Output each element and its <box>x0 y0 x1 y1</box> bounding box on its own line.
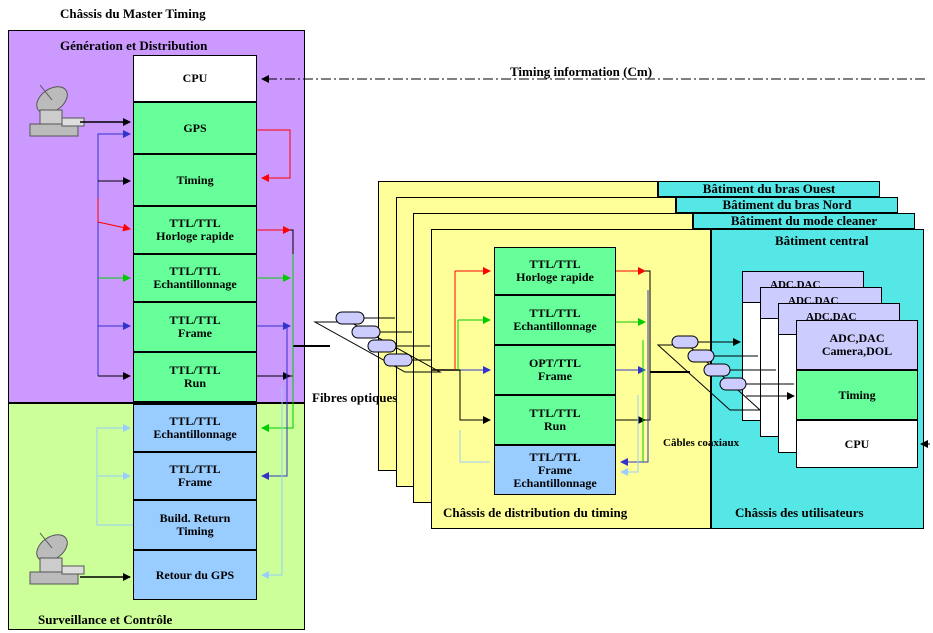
building-central-title: Bâtiment central <box>775 233 869 248</box>
gps-block: GPS <box>133 102 257 154</box>
satellite-dish-icon <box>29 84 85 137</box>
master-cpu-block: CPU <box>133 55 257 102</box>
timing-information-label: Timing information (Cm) <box>510 64 653 79</box>
fibres-optiques-label: Fibres optiques <box>312 390 398 405</box>
building-cleaner: Bâtiment du mode cleaner <box>693 213 915 229</box>
building-nord: Bâtiment du bras Nord <box>676 197 898 213</box>
timing-block: Timing <box>133 154 257 206</box>
surveillance-title: Surveillance et Contrôle <box>38 612 173 627</box>
building-ouest: Bâtiment du bras Ouest <box>658 181 880 197</box>
generation-title: Génération et Distribution <box>60 38 208 53</box>
cables-coaxiaux-label: Câbles coaxiaux <box>663 437 740 449</box>
fibre-bundle-icon <box>313 311 442 373</box>
master-chassis-title: Châssis du Master Timing <box>60 6 206 21</box>
users-chassis-title: Châssis des utilisateurs <box>735 505 864 520</box>
user-cpu-block: CPU <box>796 420 918 468</box>
distribution-title: Châssis de distribution du timing <box>443 505 628 520</box>
user-timing-block: Timing <box>796 370 918 420</box>
coax-bundle-icon <box>656 335 794 411</box>
satellite-dish-icon-2 <box>29 532 85 585</box>
retour-gps-block: Retour du GPS <box>133 550 257 600</box>
